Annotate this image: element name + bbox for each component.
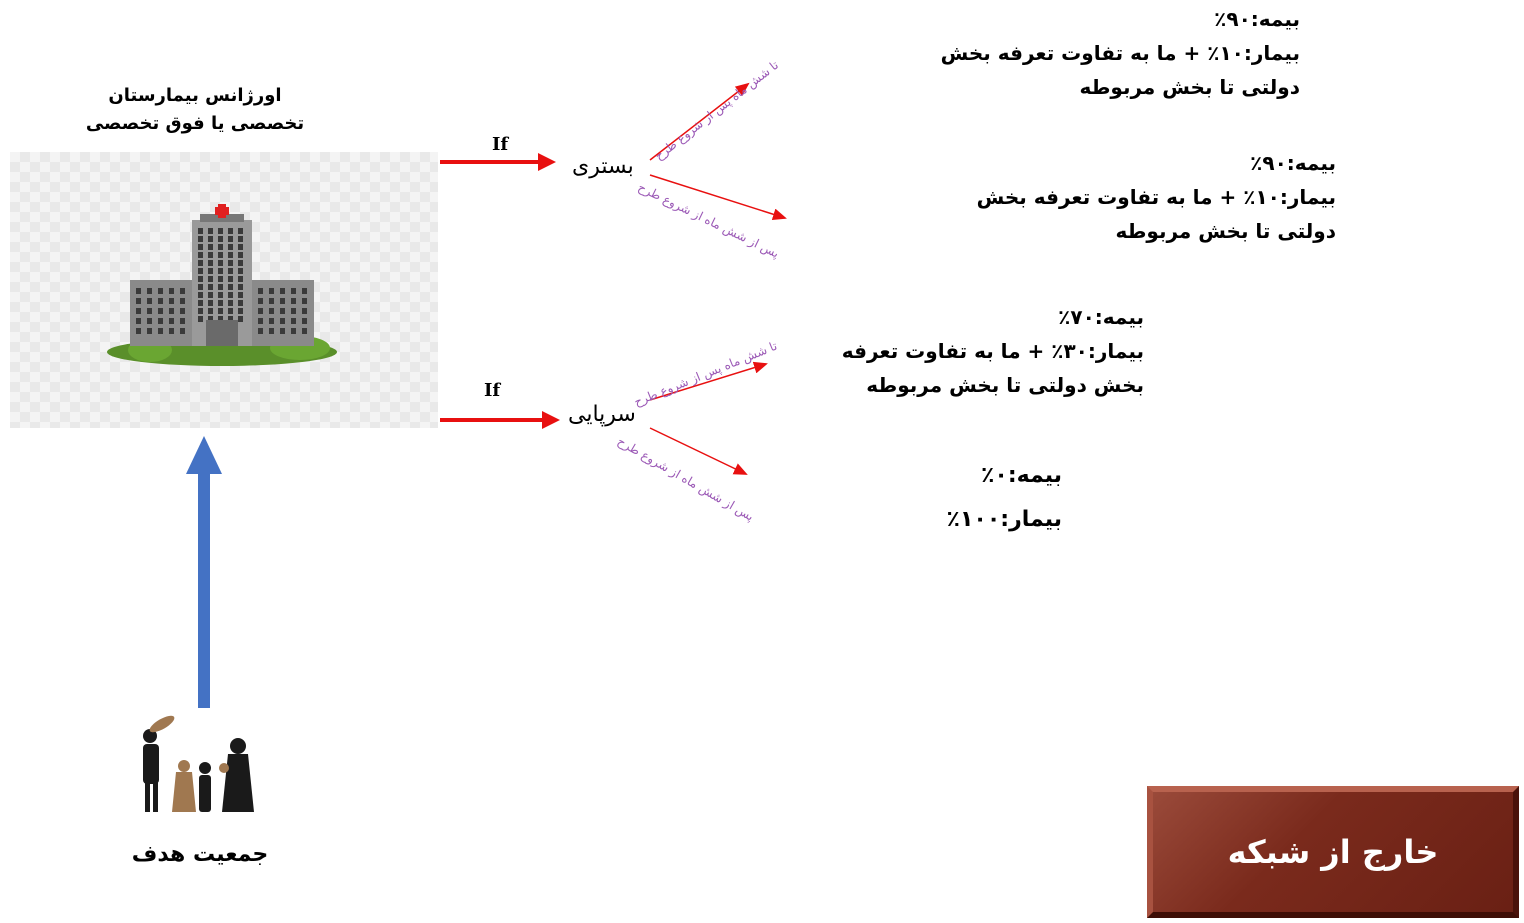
node-inpatient: بستری [572,154,634,179]
if-label-outpatient: If [484,380,501,401]
result-line: بخش دولتی تا بخش مربوطه [866,373,1144,397]
node-outpatient: سرپایی [568,402,636,427]
hospital-title-line1: اورژانس بیمارستان [108,85,282,106]
blue-arrow-shaft [198,472,210,708]
result-line: بیمار:۳۰٪ + ما به تفاوت تعرفه [841,339,1144,363]
result-line: بیمار:۱۰٪ + ما به تفاوت تعرفه بخش [940,41,1300,65]
result-line: بیمه:۰٪ [980,463,1062,488]
inpatient-after-arrow [649,174,787,221]
result-line: بیمه:۷۰٪ [1058,305,1144,329]
outpatient-within-arrow [649,361,768,401]
if-label-inpatient: If [492,134,509,155]
result-inpatient-within: بیمه:۹۰٪ بیمار:۱۰٪ + ما به تفاوت تعرفه ب… [880,2,1300,104]
result-line: بیمار:۱۰٪ + ما به تفاوت تعرفه بخش [976,185,1336,209]
outpatient-after-arrow [649,427,748,475]
hospital-image [10,152,438,428]
arrow-to-outpatient-head [542,411,560,429]
result-line: بیمار:۱۰۰٪ [946,507,1062,532]
result-outpatient-within: بیمه:۷۰٪ بیمار:۳۰٪ + ما به تفاوت تعرفه ب… [780,300,1144,402]
blue-arrow-head [186,436,222,474]
arrow-to-inpatient-head [538,153,556,171]
hospital-title: اورژانس بیمارستان تخصصی یا فوق تخصصی [60,82,330,138]
outside-network-button[interactable]: خارج از شبکه [1147,786,1519,918]
result-inpatient-after: بیمه:۹۰٪ بیمار:۱۰٪ + ما به تفاوت تعرفه ب… [920,146,1336,248]
hospital-building-icon [107,204,337,366]
result-line: دولتی تا بخش مربوطه [1079,75,1300,99]
result-line: دولتی تا بخش مربوطه [1115,219,1336,243]
target-population-label: جمعیت هدف [131,842,269,867]
result-line: بیمه:۹۰٪ [1214,7,1300,31]
hospital-title-line2: تخصصی یا فوق تخصصی [85,113,305,134]
result-outpatient-after: بیمه:۰٪ بیمار:۱۰۰٪ [880,454,1062,542]
result-line: بیمه:۹۰٪ [1250,151,1336,175]
inpatient-within-arrow [649,82,750,161]
family-icon [143,715,254,812]
